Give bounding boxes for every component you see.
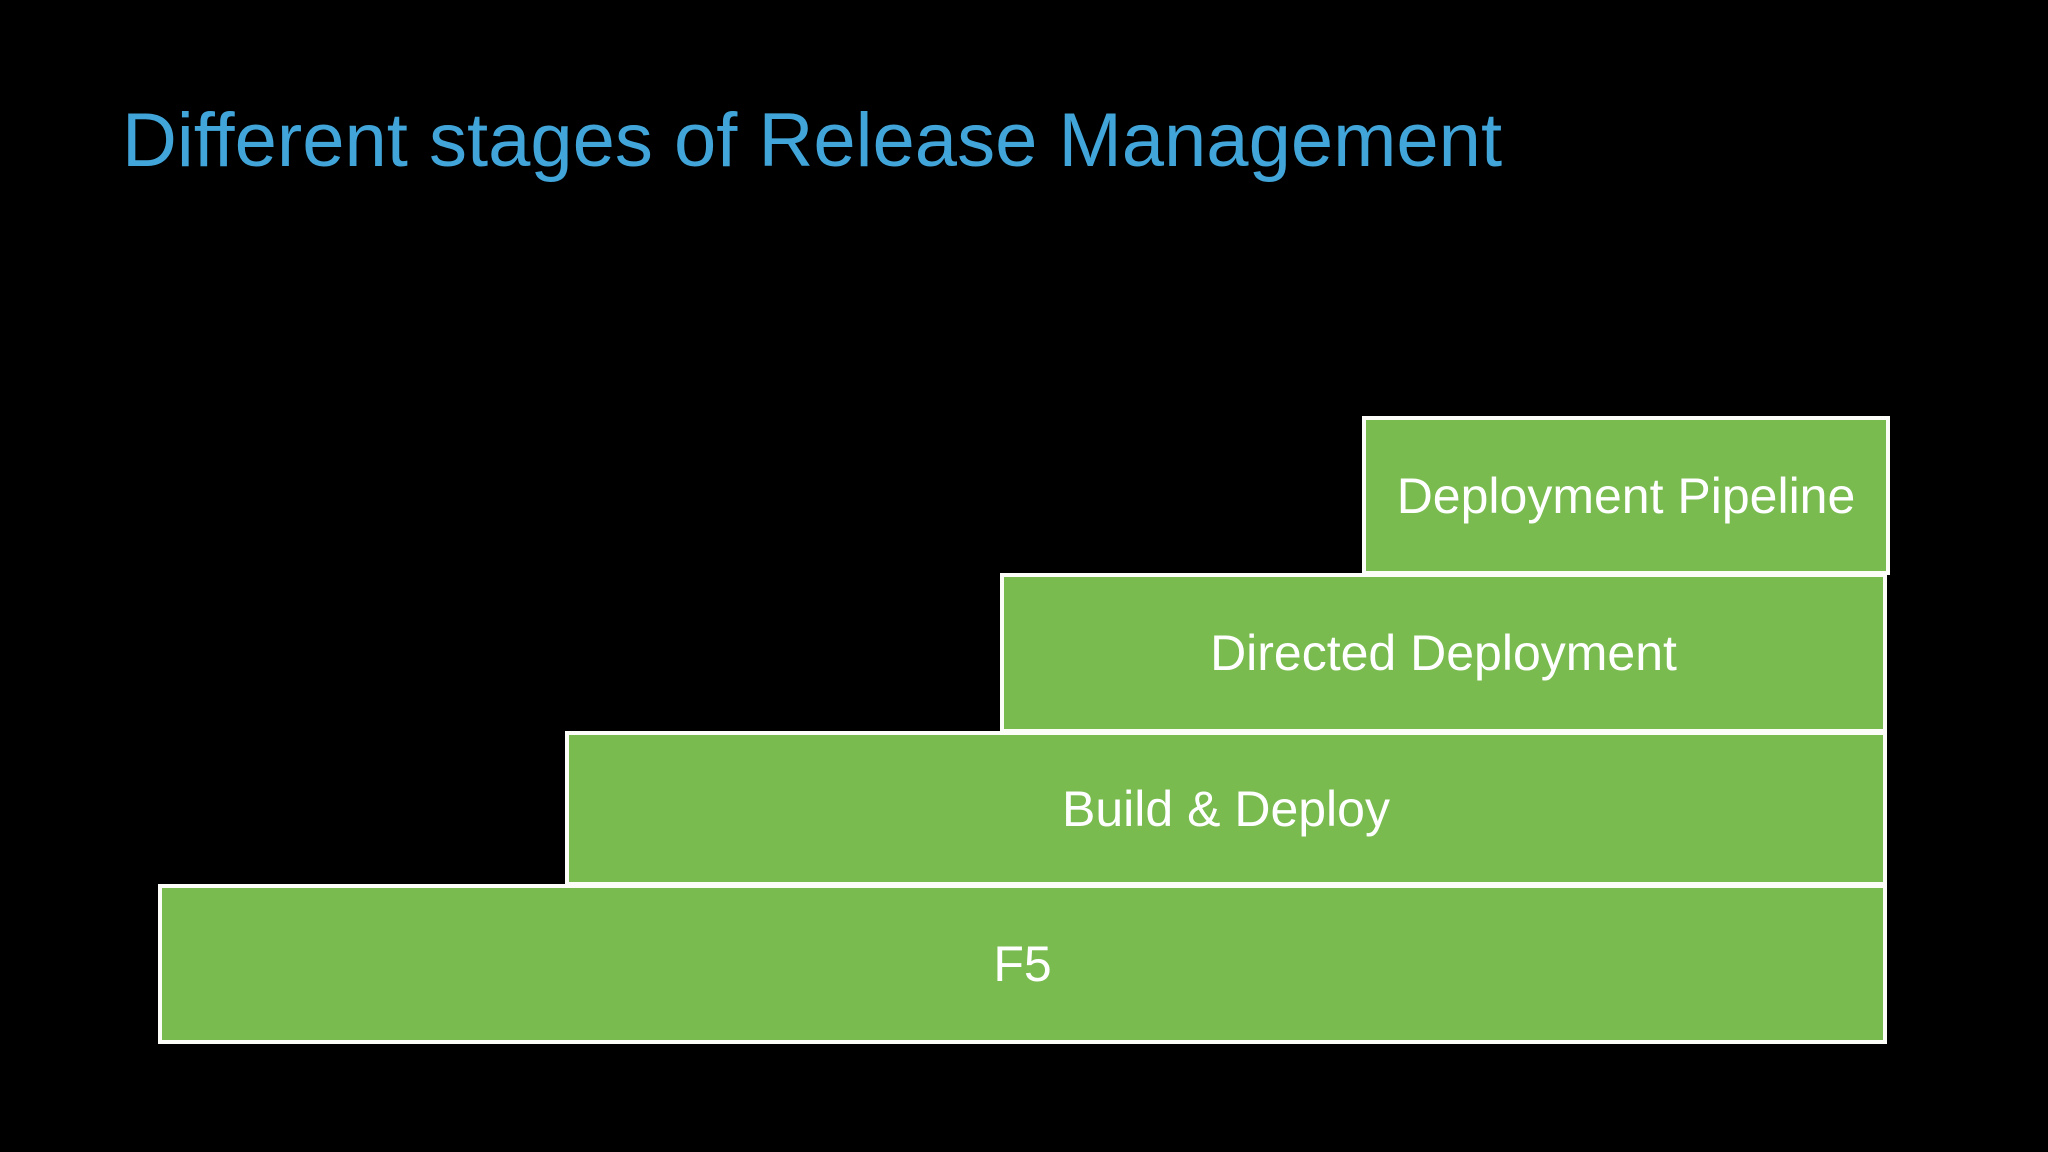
stage-bar-deployment-pipeline: Deployment Pipeline [1362,416,1890,575]
stage-bar-f5: F5 [158,884,1887,1044]
stage-label-deployment-pipeline: Deployment Pipeline [1396,467,1856,524]
stage-label-f5: F5 [993,936,1052,992]
stage-label-directed-deployment: Directed Deployment [1210,625,1677,681]
slide-title: Different stages of Release Management [122,98,1503,183]
stage-bar-build-deploy: Build & Deploy [565,731,1887,886]
stage-label-build-deploy: Build & Deploy [1062,780,1390,837]
stage-bar-directed-deployment: Directed Deployment [1000,573,1887,733]
